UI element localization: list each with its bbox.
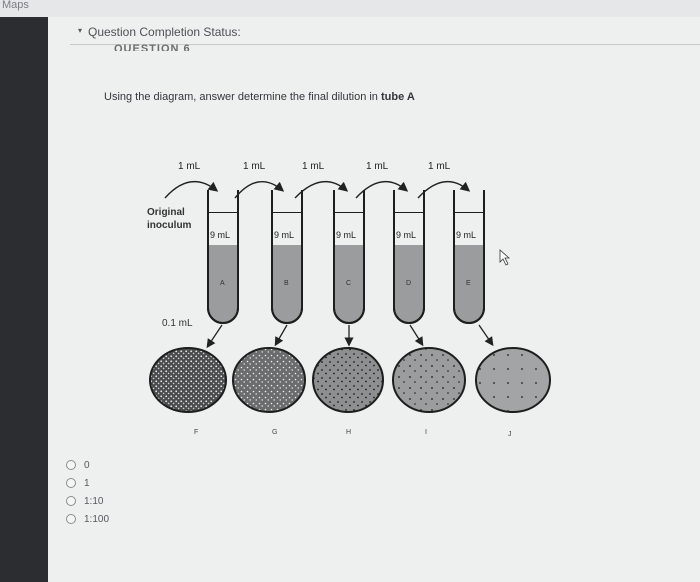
- answer-option-1[interactable]: 1: [66, 474, 109, 492]
- plate-g: [232, 347, 306, 413]
- question-prompt: Using the diagram, answer determine the …: [104, 91, 415, 103]
- left-sidebar-rail: [0, 17, 48, 582]
- plate-arrow-j: [478, 324, 494, 347]
- original-label-line1: Original: [147, 207, 185, 218]
- plate-arrow-i: [409, 324, 424, 347]
- tube-b-letter: B: [284, 280, 289, 287]
- radio-button[interactable]: [66, 460, 76, 470]
- prompt-text: Using the diagram, answer determine the …: [104, 91, 381, 103]
- question-panel: ▾ Question Completion Status: QUESTION 6…: [48, 17, 700, 582]
- answer-options: 0 1 1:10 1:100: [66, 456, 109, 528]
- transfer-volume-5: 1 mL: [428, 161, 451, 172]
- plate-arrow-g: [274, 324, 288, 347]
- transfer-arrow-5: [417, 181, 471, 199]
- question-completion-status[interactable]: ▾ Question Completion Status:: [70, 20, 700, 45]
- plate-arrow-f: [206, 324, 223, 349]
- browser-top-strip: Maps: [0, 0, 700, 22]
- plate-j: [475, 347, 551, 413]
- prompt-bold-text: tube A: [380, 91, 415, 103]
- answer-option-1-10[interactable]: 1:10: [66, 492, 109, 510]
- transfer-arrow-4: [355, 181, 409, 199]
- tube-c-volume: 9 mL: [336, 230, 356, 240]
- tube-b: 9 mL B: [271, 190, 303, 324]
- answer-option-0[interactable]: 0: [66, 456, 109, 474]
- radio-button[interactable]: [66, 478, 76, 488]
- answer-option-label: 1:10: [84, 495, 104, 507]
- transfer-volume-4: 1 mL: [366, 161, 389, 172]
- transfer-volume-2: 1 mL: [243, 161, 266, 172]
- tube-e-letter: E: [466, 280, 471, 287]
- tube-d-volume: 9 mL: [396, 230, 416, 240]
- tube-d-letter: D: [406, 280, 411, 287]
- mouse-cursor-icon: [499, 249, 511, 266]
- tube-e: 9 mL E: [453, 190, 485, 324]
- plate-i: [392, 347, 466, 413]
- transfer-volume-3: 1 mL: [302, 161, 325, 172]
- answer-option-label: 0: [84, 459, 90, 471]
- original-label-line2: inoculum: [147, 220, 192, 231]
- tube-a: 9 mL A: [207, 190, 239, 324]
- tube-a-volume: 9 mL: [210, 230, 230, 240]
- plate-j-letter: J: [508, 431, 512, 438]
- browser-tab-fragment[interactable]: Maps: [2, 0, 29, 11]
- transfer-volume-1: 1 mL: [178, 161, 201, 172]
- transfer-arrow-1: [164, 181, 219, 199]
- transfer-arrow-2: [234, 181, 285, 199]
- radio-button[interactable]: [66, 496, 76, 506]
- plate-h-letter: H: [346, 429, 351, 436]
- plate-f-letter: F: [194, 429, 198, 436]
- status-label: Question Completion Status:: [88, 25, 241, 39]
- answer-option-1-100[interactable]: 1:100: [66, 510, 109, 528]
- tube-a-letter: A: [220, 280, 225, 287]
- radio-button[interactable]: [66, 514, 76, 524]
- answer-option-label: 1:100: [84, 513, 110, 525]
- tube-e-volume: 9 mL: [456, 230, 476, 240]
- small-volume-label: 0.1 mL: [162, 318, 193, 329]
- plate-h: [312, 347, 384, 413]
- tube-d: 9 mL D: [393, 190, 425, 324]
- collapse-caret-icon[interactable]: ▾: [78, 26, 83, 35]
- answer-option-label: 1: [84, 477, 90, 489]
- tube-c-letter: C: [346, 280, 351, 287]
- question-heading: QUESTION 6: [114, 44, 191, 51]
- transfer-arrow-3: [294, 181, 349, 199]
- plate-g-letter: G: [272, 429, 277, 436]
- tube-c: 9 mL C: [333, 190, 365, 324]
- plate-f: [149, 347, 227, 413]
- tube-b-volume: 9 mL: [274, 230, 294, 240]
- plate-i-letter: I: [425, 429, 427, 436]
